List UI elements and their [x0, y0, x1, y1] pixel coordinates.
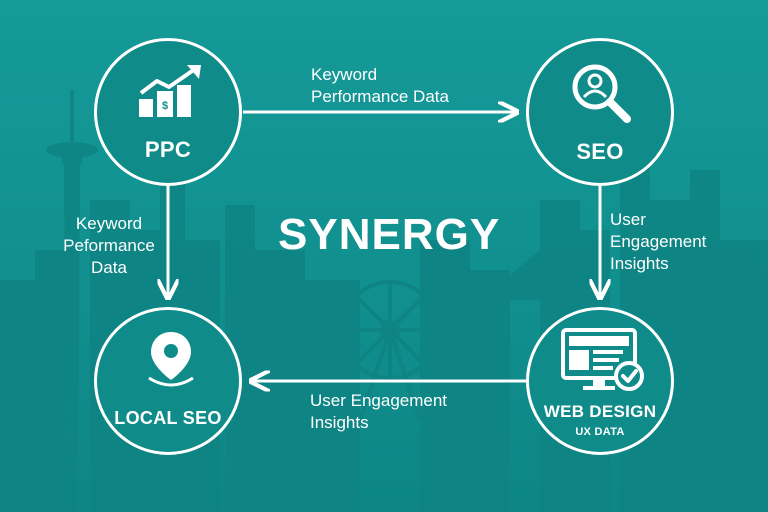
local-seo-node: LOCAL SEO	[94, 307, 242, 455]
web-design-label: WEB DESIGN	[543, 402, 657, 421]
ppc-node: $ PPC	[94, 38, 242, 186]
edge-label-line: Insights	[610, 254, 669, 273]
edge-label-web-design-to-local-seo: User Engagement Insights	[310, 390, 447, 434]
edge-label-ppc-to-local-seo: Keyword Peformance Data	[34, 213, 184, 279]
svg-text:$: $	[162, 100, 168, 112]
edge-label-line: Performance Data	[311, 87, 449, 106]
edge-label-line: Keyword	[75, 214, 143, 233]
edge-label-line: Data	[91, 258, 127, 277]
edge-label-line: Engagement	[610, 232, 707, 251]
edge-label-line: User Engagement	[310, 391, 448, 410]
web-design-node: WEB DESIGN UX DATA	[526, 307, 674, 455]
edge-label-line: Peformance	[63, 236, 155, 255]
diagram-title: SYNERGY	[278, 210, 501, 259]
growth-chart-icon: $	[139, 65, 201, 117]
edge-label-line: Insights	[310, 413, 369, 432]
edge-label-seo-to-web-design: User Engagement Insights	[610, 209, 706, 275]
magnifier-user-icon	[572, 64, 631, 123]
edge-label-ppc-to-seo: Keyword Performance Data	[311, 64, 449, 108]
seo-label: SEO	[576, 139, 624, 164]
edge-label-line: User	[610, 210, 646, 229]
ppc-label: PPC	[144, 137, 192, 162]
web-design-sublabel: UX DATA	[575, 426, 625, 438]
location-pin-icon	[148, 332, 194, 387]
monitor-check-icon	[561, 328, 644, 391]
seo-node: SEO	[526, 38, 674, 186]
local-seo-label: LOCAL SEO	[114, 408, 222, 428]
edge-label-line: Keyword	[311, 65, 378, 84]
